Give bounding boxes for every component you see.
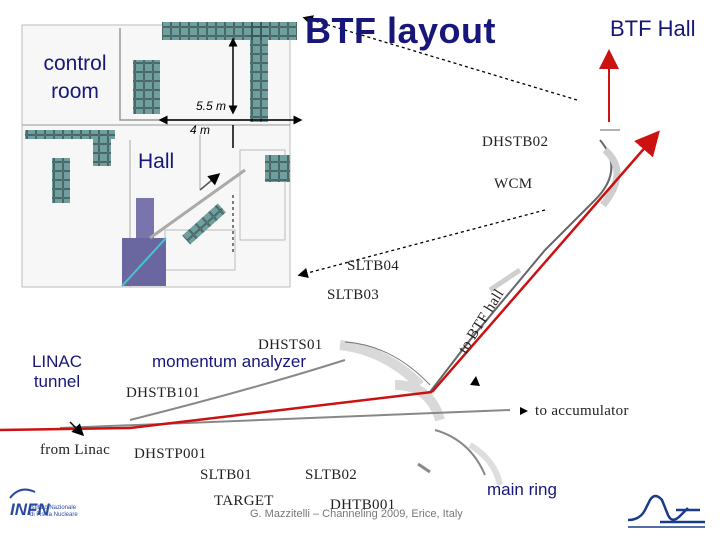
infn-subtitle-line1: Istituto Nazionale	[30, 505, 77, 511]
footer-credit: G. Mazzitelli – Channeling 2009, Erice, …	[250, 508, 463, 520]
shield-lower-row	[25, 130, 115, 139]
label-dhsts01: DHSTS01	[258, 337, 323, 353]
beam-path	[0, 130, 660, 432]
slide-title: BTF layout	[305, 10, 496, 51]
label-sltb04: SLTB04	[347, 258, 400, 274]
accumulator-arrow	[520, 407, 528, 415]
dimension-label-5-5m: 5.5 m	[196, 99, 227, 113]
shield-top-row	[162, 22, 297, 40]
btf-hall-pointer	[470, 376, 480, 386]
control-room-label: control room	[43, 52, 107, 103]
hall-label: Hall	[138, 150, 175, 173]
shield-col-a	[52, 158, 70, 203]
btf-hall-label: BTF Hall	[610, 16, 696, 41]
from-linac-arrow	[69, 421, 85, 437]
lnf-logo	[627, 494, 705, 528]
label-dhstb101: DHSTB101	[126, 385, 201, 401]
shield-diagonal	[182, 203, 226, 245]
equipment-block	[136, 198, 154, 242]
label-sltb01: SLTB01	[200, 467, 253, 483]
infn-logo: INFN	[9, 488, 50, 519]
label-dhtb001: DHTB001	[330, 497, 396, 513]
shield-left-block	[133, 60, 160, 114]
label-from-linac: from Linac	[40, 442, 111, 458]
main-ring-arrow	[417, 462, 431, 474]
label-sltb03: SLTB03	[327, 287, 380, 303]
infn-subtitle-line2: di Fisica Nucleare	[30, 512, 78, 518]
floor-plan	[21, 22, 303, 288]
label-sltb02: SLTB02	[305, 467, 358, 483]
label-wcm: WCM	[494, 176, 533, 192]
infn-mark: INFN	[10, 500, 50, 519]
label-to-accumulator: to accumulator	[535, 403, 629, 419]
shield-right-lower	[265, 155, 290, 182]
linac-tunnel-label: LINAC tunnel	[31, 352, 83, 391]
momentum-analyzer-label: momentum analyzer	[152, 352, 307, 371]
label-dhstp001: DHSTP001	[134, 446, 207, 462]
transfer-line	[59, 139, 621, 486]
main-ring-label: main ring	[487, 480, 557, 499]
label-dhstb02: DHSTB02	[482, 134, 549, 150]
pointer-arrows	[297, 15, 578, 279]
label-target: TARGET	[214, 493, 274, 509]
shield-right-column	[250, 22, 268, 122]
dimension-label-4m: 4 m	[190, 123, 211, 137]
shield-col-b	[93, 139, 111, 166]
